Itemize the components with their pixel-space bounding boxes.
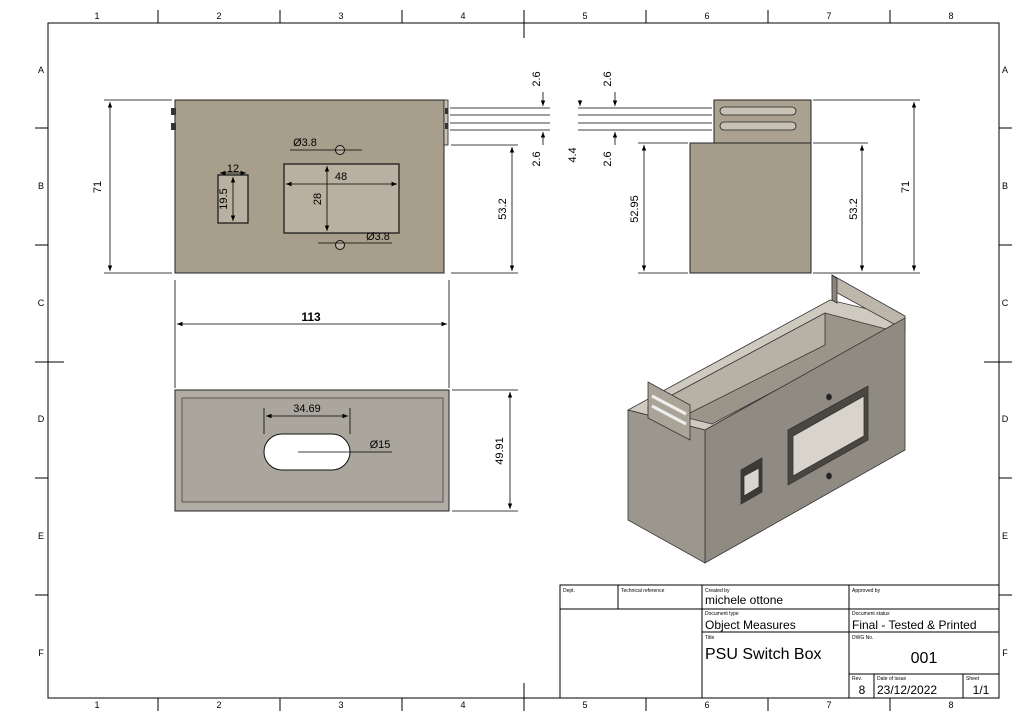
col-label: 3: [338, 11, 343, 21]
width-dimension: 113: [174, 280, 450, 388]
dim-height-total: 71: [92, 181, 104, 193]
drawing-title: PSU Switch Box: [705, 646, 821, 663]
dwg-no-value: 001: [911, 650, 938, 667]
dim-side-total: 71: [900, 181, 912, 193]
dim-depth: 49.91: [494, 437, 506, 465]
dim-height-right: 53.2: [497, 198, 509, 219]
label-tech-ref: Technical reference: [621, 588, 665, 594]
dim-hole-bottom: Ø3.8: [366, 231, 390, 243]
row-label: F: [38, 648, 44, 658]
dim-side-left: 52.95: [629, 195, 641, 223]
row-label: F: [1002, 648, 1008, 658]
doc-status-value: Final - Tested & Printed: [852, 618, 977, 632]
side-view: 52.95 53.2 71: [629, 99, 920, 274]
front-view: 71 53.2 Ø3.8 Ø3.8 48 28 12 19.5: [92, 99, 518, 274]
col-label: 2: [216, 700, 221, 710]
dim-right-top: 2.6: [602, 71, 614, 86]
row-label: C: [38, 298, 45, 308]
dim-slot-diameter: Ø15: [370, 439, 391, 451]
dim-side-mid: 53.2: [848, 198, 860, 219]
doc-type-value: Object Measures: [705, 618, 796, 632]
col-label: 7: [826, 11, 831, 21]
isometric-view: [626, 274, 907, 564]
row-label: A: [38, 65, 44, 75]
label-sheet: Sheet: [966, 676, 980, 682]
col-label: 8: [948, 11, 953, 21]
dim-switch-width: 12: [227, 163, 239, 175]
label-created-by: Created by: [705, 588, 730, 594]
dim-right-spacing: 4.4: [567, 147, 579, 162]
sheet-frame: 1 2 3 4 5 6 7 8 1 2 3 4 5 6 7 8 A B C D …: [35, 10, 1012, 711]
slot-dimensions: 2.6 2.6 2.6 2.6 4.4: [450, 71, 712, 167]
label-date: Date of issue: [877, 676, 906, 682]
dim-switch-height: 19.5: [218, 188, 230, 209]
top-view: 34.69 Ø15 49.91: [174, 389, 518, 512]
label-dwg-no: DWG No.: [852, 635, 873, 641]
label-doc-type: Document type: [705, 611, 739, 617]
created-by-value: michele ottone: [705, 593, 783, 607]
date-value: 23/12/2022: [877, 683, 937, 697]
title-block: Dept. Technical reference Created by App…: [559, 584, 1000, 699]
dim-right-bottom: 2.6: [602, 151, 614, 166]
dim-left-bottom: 2.6: [531, 151, 543, 166]
dim-left-top: 2.6: [531, 71, 543, 86]
dim-slot-length: 34.69: [293, 403, 321, 415]
row-label: D: [38, 414, 45, 424]
row-label: B: [38, 181, 44, 191]
col-label: 4: [460, 700, 465, 710]
row-label: E: [1002, 531, 1008, 541]
dim-hole-top: Ø3.8: [293, 137, 317, 149]
dim-width: 113: [301, 310, 321, 324]
label-doc-status: Document status: [852, 611, 890, 617]
col-label: 5: [582, 11, 587, 21]
label-rev: Rev.: [852, 676, 862, 682]
row-label: E: [38, 531, 44, 541]
col-label: 8: [948, 700, 953, 710]
col-label: 4: [460, 11, 465, 21]
row-label: D: [1002, 414, 1009, 424]
col-label: 2: [216, 11, 221, 21]
label-dept: Dept.: [563, 588, 575, 594]
row-label: C: [1002, 298, 1009, 308]
sheet-value: 1/1: [973, 683, 990, 697]
col-label: 1: [94, 11, 99, 21]
col-label: 6: [704, 11, 709, 21]
dim-cutout-height: 28: [312, 193, 324, 205]
dim-cutout-width: 48: [335, 171, 347, 183]
rev-value: 8: [859, 683, 866, 697]
label-approved-by: Approved by: [852, 588, 881, 594]
col-label: 3: [338, 700, 343, 710]
row-label: A: [1002, 65, 1008, 75]
label-title: Title: [705, 635, 714, 641]
row-label: B: [1002, 181, 1008, 191]
col-label: 1: [94, 700, 99, 710]
col-label: 5: [582, 700, 587, 710]
col-label: 6: [704, 700, 709, 710]
col-label: 7: [826, 700, 831, 710]
